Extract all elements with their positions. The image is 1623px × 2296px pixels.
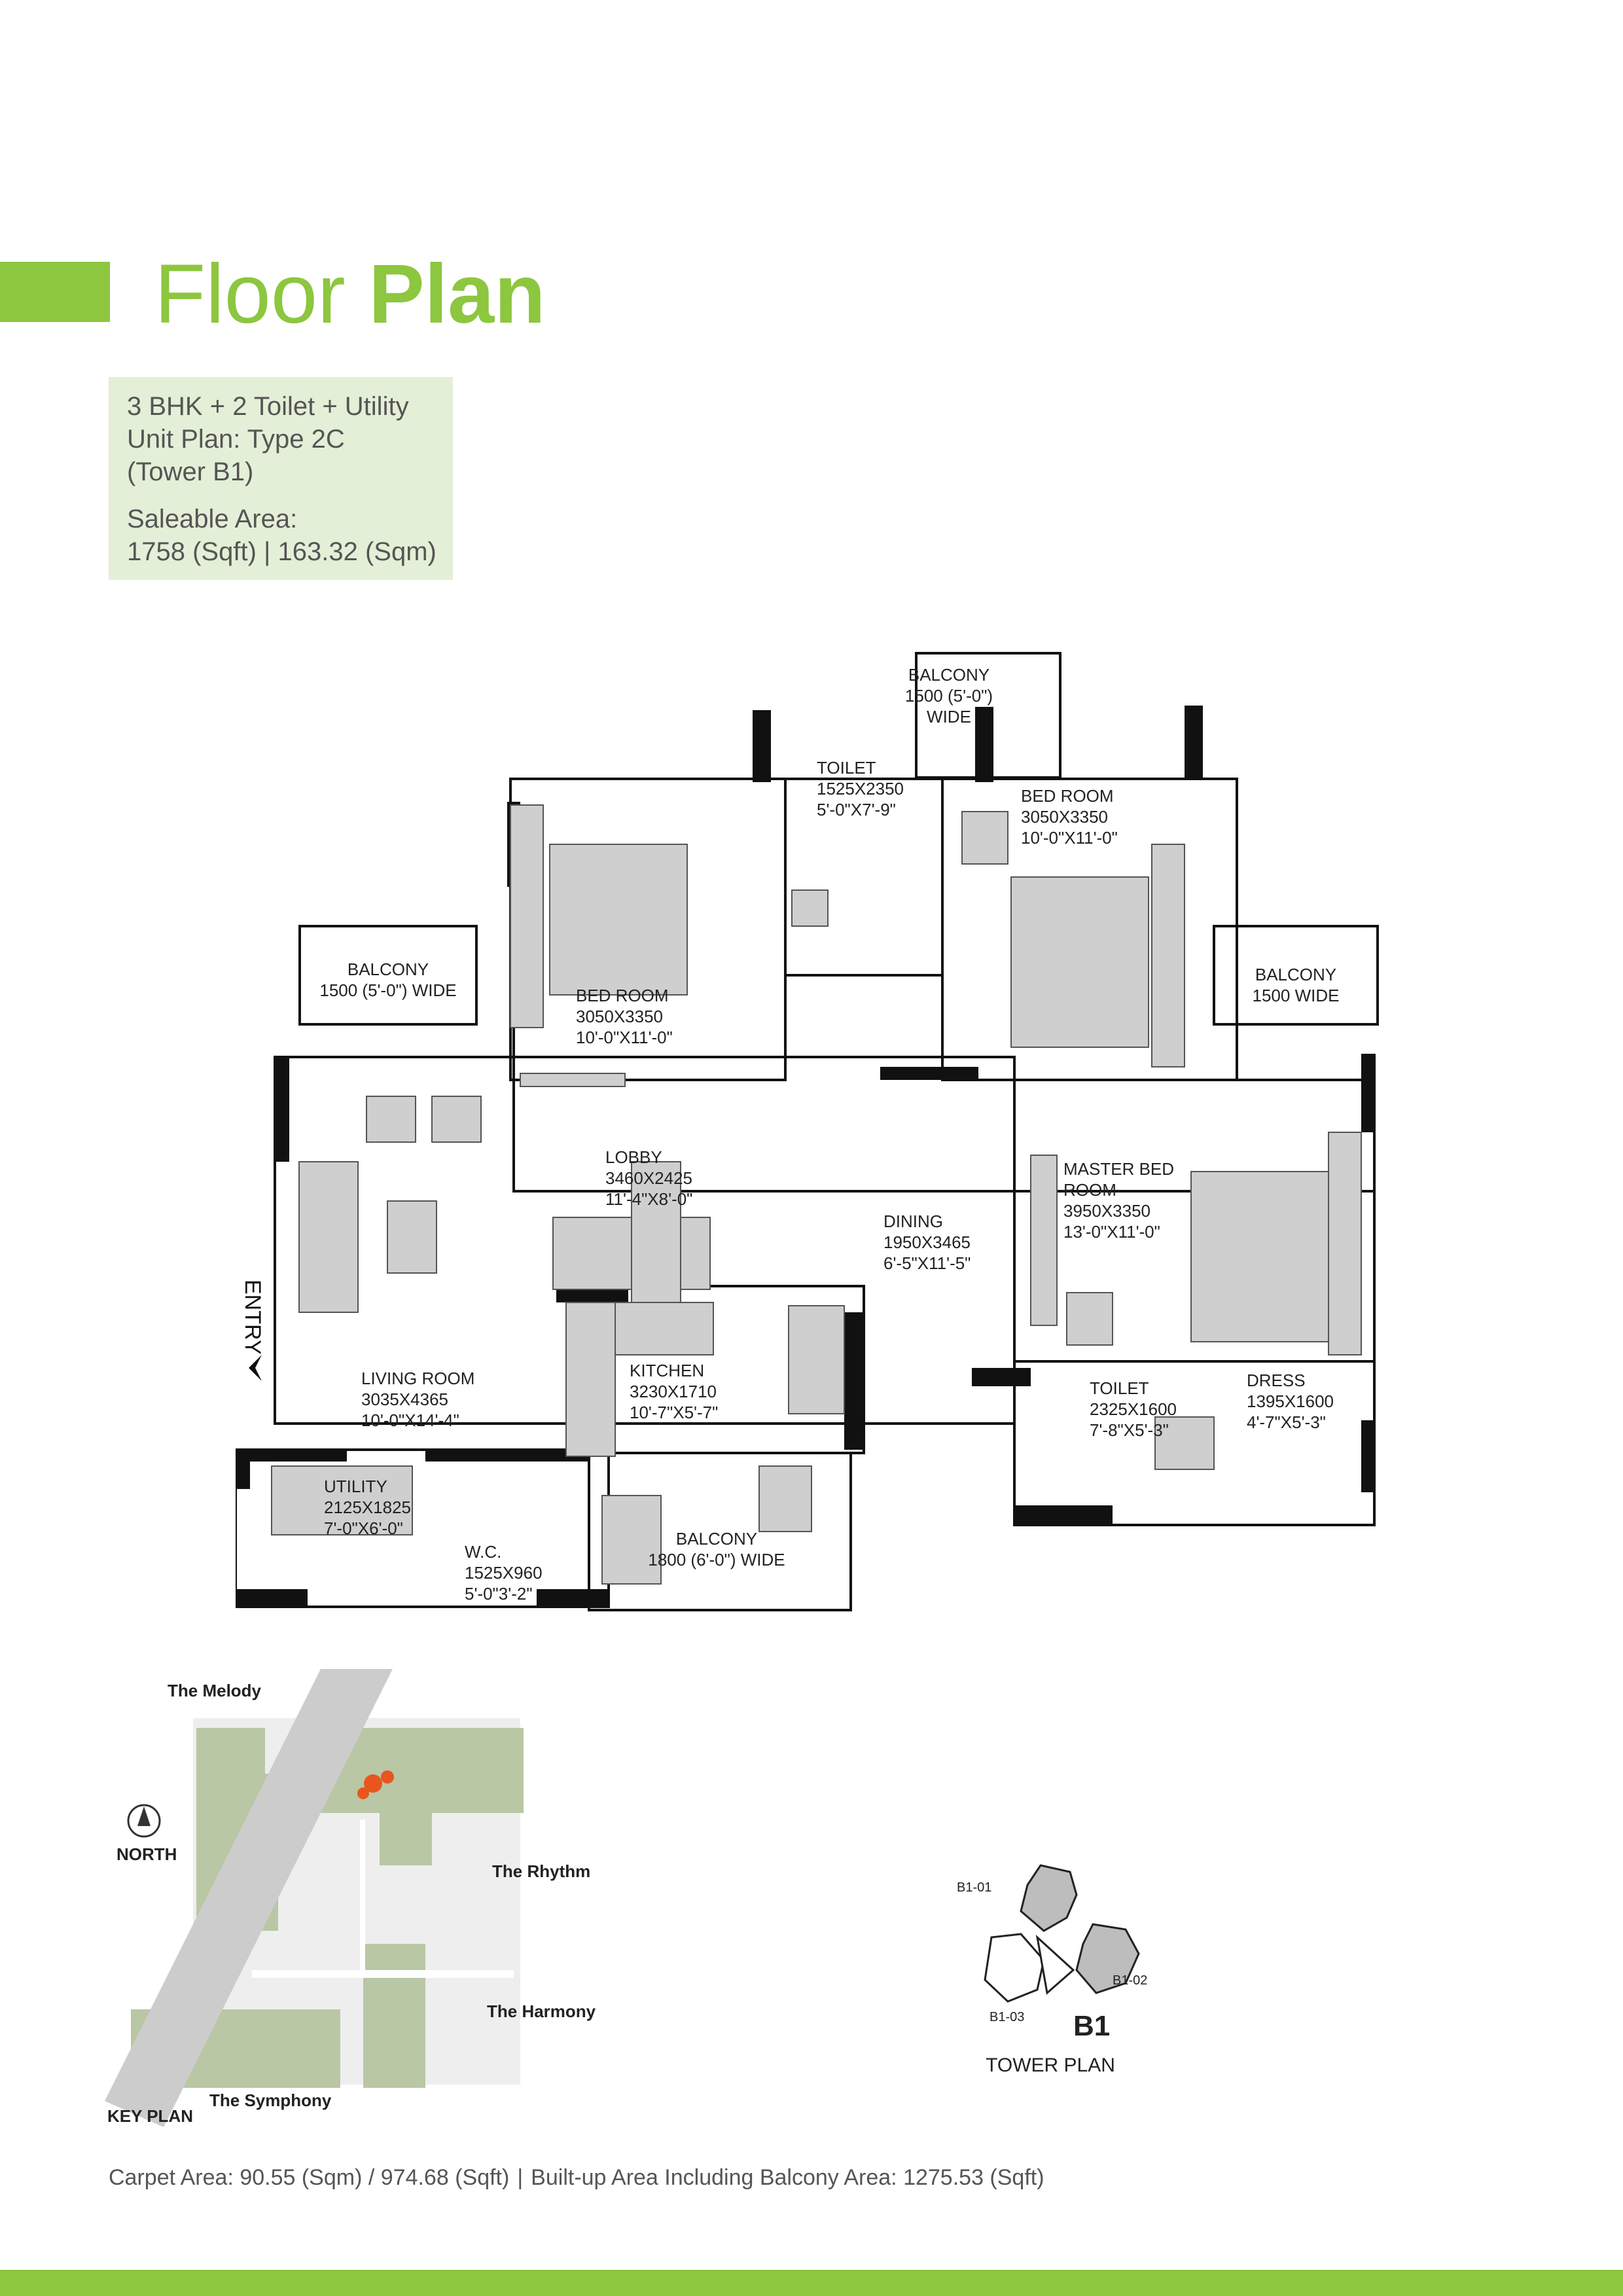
key-label-north: NORTH (116, 1844, 177, 1864)
room-label: 1950X3465 (883, 1232, 971, 1252)
room-label: 3050X3350 (576, 1007, 663, 1026)
unit-tower: (Tower B1) (127, 457, 254, 486)
room-label: TOILET (817, 758, 876, 778)
tower-big-label: B1 (1073, 2010, 1110, 2042)
floor-plan: BALCONY 1500 (5'-0") WIDE TOILET 1525X23… (236, 652, 1379, 1611)
room-label: 1500 (5'-0") (905, 686, 993, 706)
key-label-melody: The Melody (168, 1681, 262, 1700)
entry-arrow-icon (249, 1355, 262, 1381)
title-bold: Plan (368, 247, 546, 341)
room-label: TOILET (1090, 1378, 1149, 1398)
key-label-harmony: The Harmony (487, 2001, 596, 2021)
room-label: DINING (883, 1211, 943, 1231)
key-plan-caption: KEY PLAN (107, 2106, 193, 2126)
unit-info-box: 3 BHK + 2 Toilet + Utility Unit Plan: Ty… (109, 377, 453, 580)
room-label: W.C. (465, 1542, 501, 1562)
carpet-area: Carpet Area: 90.55 (Sqm) / 974.68 (Sqft) (109, 2165, 510, 2190)
tower-unit-b1-01 (1020, 1864, 1078, 1932)
unit-type: Unit Plan: Type 2C (127, 425, 345, 454)
accent-bar-left (0, 262, 110, 322)
room-label: 1395X1600 (1247, 1391, 1334, 1411)
room-label: 5'-0"X7'-9" (817, 800, 896, 819)
room-label: 3950X3350 (1063, 1201, 1150, 1221)
area-footer: Carpet Area: 90.55 (Sqm) / 974.68 (Sqft)… (109, 2165, 1044, 2191)
entry-label: ENTRY (240, 1280, 265, 1355)
current-tower-marker (364, 1774, 382, 1793)
room-label: LOBBY (605, 1147, 662, 1167)
north-compass-icon (127, 1804, 161, 1838)
tower-label-b1-01: B1-01 (957, 1880, 991, 1895)
title-light: Floor (154, 247, 346, 341)
builtup-area: Built-up Area Including Balcony Area: 12… (531, 2165, 1044, 2190)
tower-plan-caption: TOWER PLAN (986, 2054, 1115, 2076)
room-label: 10'-0"X11'-0" (1021, 828, 1118, 848)
room-label: 10'-7"X5'-7" (630, 1403, 718, 1422)
room-label: KITCHEN (630, 1361, 704, 1380)
saleable-label: Saleable Area: (127, 505, 298, 533)
room-label: BALCONY (348, 960, 429, 979)
room-label: 1525X2350 (817, 779, 904, 798)
room-label: BALCONY (908, 665, 990, 685)
room-label: 10'-0"X11'-0" (576, 1028, 673, 1047)
key-plan: The Melody NORTH The Rhythm The Harmony … (105, 1669, 596, 2127)
room-label: BALCONY (1255, 965, 1336, 984)
room-label: 3050X3350 (1021, 807, 1108, 827)
tower-label-b1-03: B1-03 (990, 2010, 1024, 2024)
room-label: BED ROOM (1021, 786, 1114, 806)
room-label: 4'-7"X5'-3" (1247, 1412, 1326, 1432)
unit-config: 3 BHK + 2 Toilet + Utility (127, 392, 409, 421)
room-label: 3460X2425 (605, 1168, 692, 1188)
room-label: 1800 (6'-0") WIDE (648, 1550, 785, 1570)
room-label: LIVING ROOM (361, 1369, 474, 1388)
tower-unit-b1-02 (1075, 1923, 1140, 1994)
room-label: 6'-5"X11'-5" (883, 1253, 971, 1273)
room-label: 11'-4"X8'-0" (605, 1189, 692, 1209)
footer-separator: | (517, 2165, 524, 2190)
room-label: 2125X1825 (324, 1498, 411, 1517)
tower-label-b1-02: B1-02 (1113, 1973, 1147, 1988)
room-label: WIDE (927, 707, 971, 726)
key-label-symphony: The Symphony (209, 2090, 332, 2110)
room-label: DRESS (1247, 1371, 1306, 1390)
room-label: BALCONY (676, 1529, 757, 1549)
saleable-value: 1758 (Sqft) | 163.32 (Sqm) (127, 537, 437, 566)
room-label: 2325X1600 (1090, 1399, 1177, 1419)
room-label: 10'-0"X14'-4" (361, 1410, 459, 1430)
key-label-rhythm: The Rhythm (492, 1861, 590, 1881)
tower-plan: B1-01 B1-02 B1-03 B1 TOWER PLAN (957, 1864, 1147, 2076)
room-label: MASTER BED (1063, 1159, 1174, 1179)
room-label: 1500 (5'-0") WIDE (319, 980, 456, 1000)
room-label: 3035X4365 (361, 1390, 448, 1409)
room-label: 1525X960 (465, 1563, 543, 1583)
room-label: ROOM (1063, 1180, 1116, 1200)
room-label: 3230X1710 (630, 1382, 717, 1401)
room-label: UTILITY (324, 1477, 387, 1496)
room-label: 1500 WIDE (1253, 986, 1340, 1005)
room-label: 7'-0"X6'-0" (324, 1518, 403, 1538)
tower-unit-b1-03 (984, 1933, 1045, 2003)
room-label: BED ROOM (576, 986, 669, 1005)
room-label: 7'-8"X5'-3" (1090, 1420, 1169, 1440)
room-label: 13'-0"X11'-0" (1063, 1222, 1160, 1242)
page-title: Floor Plan (154, 249, 546, 340)
room-label: 5'-0"3'-2" (465, 1584, 533, 1604)
accent-bar-bottom (0, 2270, 1623, 2296)
